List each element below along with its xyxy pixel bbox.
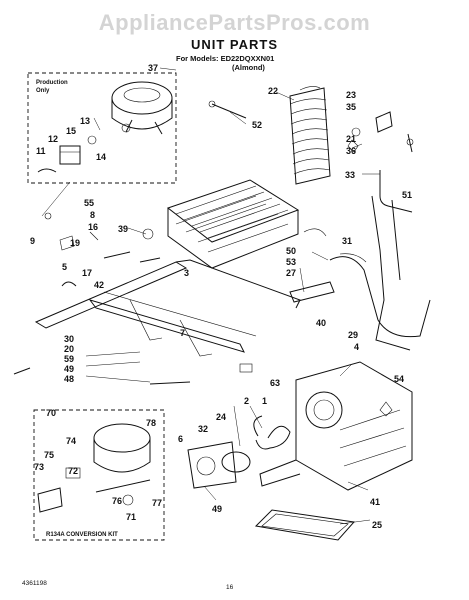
callout-27: 27 (286, 268, 296, 278)
callout-9: 9 (30, 236, 35, 246)
evaporator-coil (166, 179, 300, 269)
callout-13: 13 (80, 116, 90, 126)
document-number: 4361198 (22, 580, 47, 587)
callout-63: 63 (270, 378, 280, 388)
callout-74: 74 (66, 436, 76, 446)
base-frame (34, 257, 301, 357)
production-only-box: Production Only (27, 72, 177, 184)
callout-16: 16 (88, 222, 98, 232)
callout-39: 39 (118, 224, 128, 234)
callout-1: 1 (262, 396, 267, 406)
production-only-label-2: Only (36, 88, 50, 94)
callout-78: 78 (146, 418, 156, 428)
fan-shroud-bracket (259, 361, 413, 491)
callout-25: 25 (372, 520, 382, 530)
fan-blade-motor (187, 415, 291, 489)
callout-53: 53 (286, 257, 296, 267)
conversion-kit-box: R134A CONVERSION KIT (33, 409, 165, 541)
conversion-compressor (37, 423, 151, 513)
misc-parts (13, 212, 393, 417)
callout-31: 31 (342, 236, 352, 246)
callout-49: 49 (64, 364, 74, 374)
callout-3: 3 (184, 268, 189, 278)
callout-75: 75 (44, 450, 54, 460)
callout-71: 71 (126, 512, 136, 522)
callout-70: 70 (46, 408, 56, 418)
callout-40: 40 (316, 318, 326, 328)
leader-lines (41, 67, 380, 525)
callout-42: 42 (94, 280, 104, 290)
color-line: (Almond) (232, 63, 265, 72)
callout-35: 35 (346, 102, 356, 112)
callout-59: 59 (64, 354, 74, 364)
callout-6: 6 (178, 434, 183, 444)
callout-11: 11 (36, 146, 46, 156)
callout-4: 4 (354, 342, 359, 352)
callout-numbers: 37 52 22 23 35 36 21 33 13 15 14 12 11 5… (30, 63, 412, 530)
callout-76: 76 (112, 496, 122, 506)
small-fittings (347, 111, 414, 153)
production-only-label-1: Production (36, 80, 68, 86)
callout-49-lower: 49 (212, 504, 222, 514)
page-title: UNIT PARTS (190, 37, 279, 52)
callout-72: 72 (68, 466, 78, 476)
callout-32: 32 (198, 424, 208, 434)
callout-77: 77 (152, 498, 162, 508)
callout-48: 48 (64, 374, 74, 384)
callout-14: 14 (96, 152, 106, 162)
callout-33: 33 (345, 170, 355, 180)
callout-30: 30 (64, 334, 74, 344)
callout-54: 54 (394, 374, 404, 384)
callout-2: 2 (244, 396, 249, 406)
drain-pan (254, 509, 355, 541)
callout-37: 37 (148, 63, 158, 73)
callout-17: 17 (82, 268, 92, 278)
condenser-coil (289, 86, 331, 185)
callout-51: 51 (402, 190, 412, 200)
callout-15: 15 (66, 126, 76, 136)
callout-23: 23 (346, 90, 356, 100)
callout-21: 21 (346, 134, 356, 144)
callout-20: 20 (64, 344, 74, 354)
callout-12: 12 (48, 134, 58, 144)
callout-41: 41 (370, 497, 380, 507)
page-number: 16 (226, 584, 234, 591)
callout-19: 19 (70, 238, 80, 248)
callout-36: 36 (346, 146, 356, 156)
model-info: For Models: ED22DQXXN01 (Almond) (176, 54, 274, 72)
conversion-kit-label: R134A CONVERSION KIT (46, 532, 118, 538)
callout-8: 8 (90, 210, 95, 220)
callout-55: 55 (84, 198, 94, 208)
compressor-top (111, 81, 173, 135)
callout-24: 24 (216, 412, 226, 422)
callout-7: 7 (180, 328, 185, 338)
callout-29: 29 (348, 330, 358, 340)
watermark-text: AppliancePartsPros.com (98, 10, 371, 35)
relay-overload (37, 135, 97, 173)
models-line: For Models: ED22DQXXN01 (176, 54, 275, 63)
callout-22: 22 (268, 86, 278, 96)
callout-5: 5 (62, 262, 67, 272)
callout-73: 73 (34, 462, 44, 472)
callout-52: 52 (252, 120, 262, 130)
tubing-right (329, 170, 431, 351)
drier-tube (208, 100, 247, 119)
callout-50: 50 (286, 246, 296, 256)
